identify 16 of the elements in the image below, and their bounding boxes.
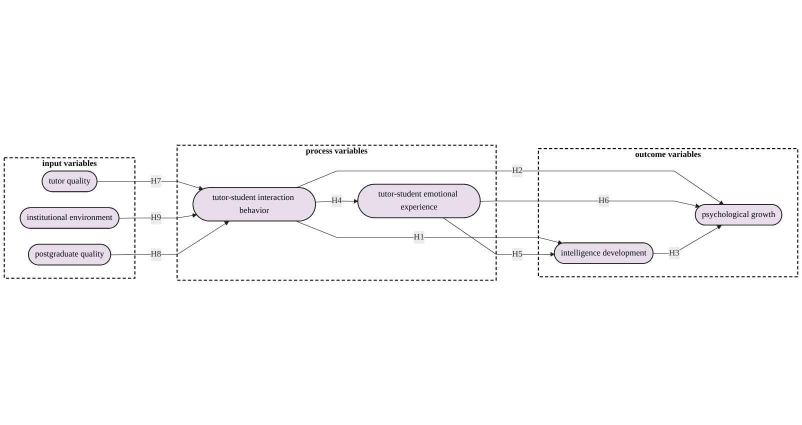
arrow — [480, 200, 700, 208]
edge-label: H9 — [150, 212, 162, 222]
arrow — [118, 212, 197, 218]
arrow — [443, 217, 555, 256]
arrow — [97, 180, 204, 190]
edge-label: H3 — [669, 248, 680, 258]
arrow — [296, 220, 563, 244]
edge-label: H8 — [150, 250, 162, 259]
edge-label: H7 — [150, 176, 162, 186]
edge-label: H5 — [512, 249, 522, 258]
edge-label: H4 — [331, 196, 342, 205]
edge-label: H6 — [598, 196, 609, 205]
arrow — [653, 224, 722, 254]
edge-label: H2 — [512, 166, 522, 176]
arrow — [110, 220, 230, 255]
edge-label: H1 — [414, 232, 424, 242]
